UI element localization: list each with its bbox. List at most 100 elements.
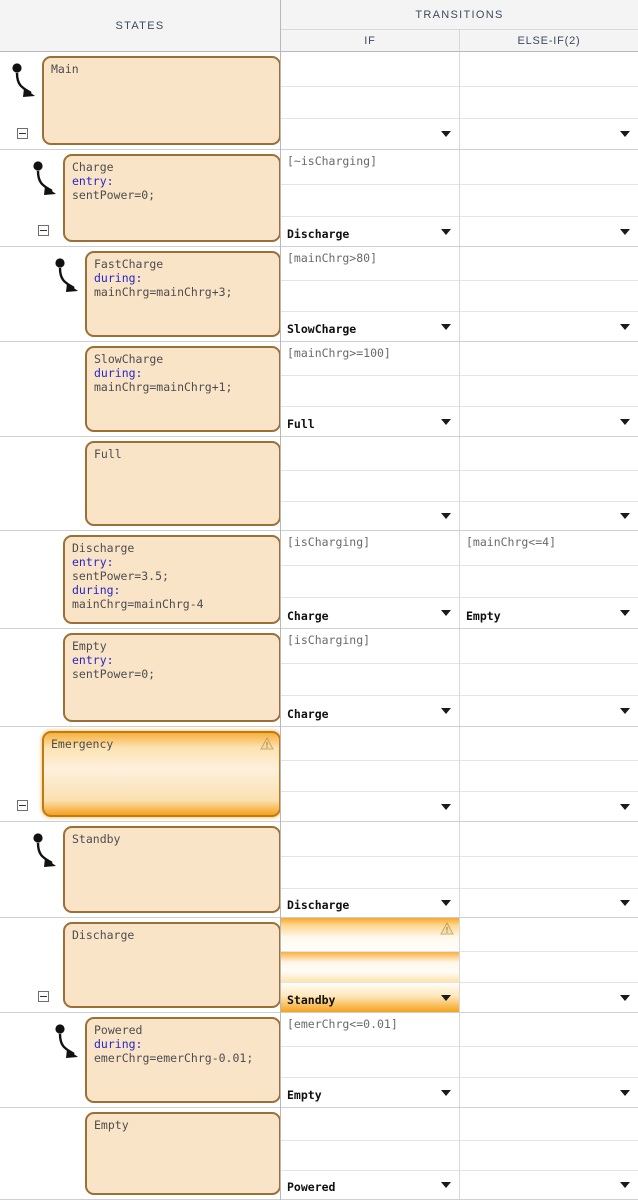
transition-action-cell[interactable] [460, 185, 638, 217]
transition-destination-cell[interactable]: Discharge [281, 217, 460, 246]
chevron-down-icon[interactable] [441, 418, 451, 425]
transition-action-cell[interactable] [281, 87, 460, 119]
state-box-emergency[interactable]: Emergency [42, 731, 280, 817]
state-row[interactable]: Main [0, 52, 280, 150]
transition-condition-cell[interactable] [460, 727, 638, 761]
chevron-down-icon[interactable] [441, 513, 451, 519]
transition-action-cell[interactable] [281, 952, 460, 983]
transition-action-cell[interactable] [281, 664, 460, 696]
transition-destination-cell[interactable] [460, 1078, 638, 1107]
transition-destination-cell[interactable] [460, 889, 638, 917]
chevron-down-icon[interactable] [620, 1182, 630, 1188]
chevron-down-icon[interactable] [620, 708, 630, 714]
transition-action-cell[interactable] [460, 376, 638, 407]
chevron-down-icon[interactable] [620, 131, 630, 137]
transition-action-cell[interactable] [460, 281, 638, 312]
collapse-minus-icon[interactable] [38, 225, 49, 236]
transition-destination-cell[interactable] [460, 217, 638, 246]
chevron-down-icon[interactable] [620, 610, 630, 616]
state-box-main[interactable]: Main [42, 56, 280, 145]
transition-destination-cell[interactable]: Discharge [281, 889, 460, 917]
chevron-down-icon[interactable] [620, 323, 630, 330]
chevron-down-icon[interactable] [441, 131, 451, 137]
transition-action-cell[interactable] [460, 1141, 638, 1171]
transition-action-cell[interactable] [460, 471, 638, 502]
transition-destination-cell[interactable]: Powered [281, 1171, 460, 1199]
state-row[interactable]: Emergency [0, 727, 280, 822]
transition-condition-cell[interactable] [460, 247, 638, 281]
transition-condition-cell[interactable] [281, 437, 460, 471]
transition-condition-cell[interactable] [460, 437, 638, 471]
transition-condition-cell[interactable] [460, 1108, 638, 1141]
transition-condition-cell[interactable]: [emerChrg<=0.01] [281, 1013, 460, 1047]
transition-destination-cell[interactable]: Empty [460, 598, 638, 628]
state-row[interactable]: Standby [0, 822, 280, 918]
transition-action-cell[interactable] [460, 1047, 638, 1078]
transition-action-cell[interactable] [281, 471, 460, 502]
transition-condition-cell[interactable] [460, 150, 638, 185]
transition-destination-cell[interactable]: Full [281, 407, 460, 436]
transition-condition-cell[interactable] [281, 52, 460, 87]
transition-condition-cell[interactable] [281, 918, 460, 952]
chevron-down-icon[interactable] [441, 1182, 451, 1188]
chevron-down-icon[interactable] [441, 708, 451, 714]
chevron-down-icon[interactable] [441, 1089, 451, 1096]
chevron-down-icon[interactable] [620, 1089, 630, 1096]
column-header-states[interactable]: STATES [0, 0, 281, 52]
transition-condition-cell[interactable] [460, 1013, 638, 1047]
transition-action-cell[interactable] [281, 1141, 460, 1171]
transition-action-cell[interactable] [460, 566, 638, 598]
transition-action-cell[interactable] [281, 376, 460, 407]
transition-destination-cell[interactable]: Charge [281, 598, 460, 628]
transition-action-cell[interactable] [460, 857, 638, 889]
transition-destination-cell[interactable] [460, 1171, 638, 1199]
column-header-if[interactable]: IF [281, 30, 460, 52]
state-box-full[interactable]: Full [85, 441, 280, 526]
chevron-down-icon[interactable] [441, 228, 451, 235]
transition-condition-cell[interactable] [281, 1108, 460, 1141]
transition-action-cell[interactable] [281, 281, 460, 312]
chevron-down-icon[interactable] [620, 803, 630, 810]
column-header-else-if[interactable]: ELSE-IF(2) [460, 30, 638, 52]
transition-destination-cell[interactable] [460, 119, 638, 149]
chevron-down-icon[interactable] [620, 228, 630, 235]
state-box-empty[interactable]: Empty [85, 1112, 280, 1195]
column-header-transitions[interactable]: TRANSITIONS [281, 0, 638, 30]
transition-action-cell[interactable] [281, 1047, 460, 1078]
transition-condition-cell[interactable]: [mainChrg>80] [281, 247, 460, 281]
state-row[interactable]: Discharge [0, 918, 280, 1013]
collapse-minus-icon[interactable] [17, 128, 28, 139]
transition-destination-cell[interactable] [460, 696, 638, 726]
transition-destination-cell[interactable] [460, 312, 638, 341]
chevron-down-icon[interactable] [620, 513, 630, 519]
transition-destination-cell[interactable] [460, 792, 638, 821]
transition-action-cell[interactable] [460, 87, 638, 119]
transition-destination-cell[interactable] [460, 407, 638, 436]
transition-action-cell[interactable] [281, 185, 460, 217]
transition-action-cell[interactable] [460, 761, 638, 792]
chevron-down-icon[interactable] [441, 323, 451, 330]
chevron-down-icon[interactable] [620, 418, 630, 425]
transition-destination-cell[interactable] [281, 119, 460, 149]
transition-condition-cell[interactable]: [isCharging] [281, 531, 460, 566]
transition-action-cell[interactable] [281, 761, 460, 792]
transition-destination-cell[interactable]: Empty [281, 1078, 460, 1107]
transition-condition-cell[interactable] [281, 727, 460, 761]
state-row[interactable]: Full [0, 437, 280, 531]
chevron-down-icon[interactable] [441, 994, 451, 1001]
state-box-standby[interactable]: Standby [63, 826, 280, 913]
transition-condition-cell[interactable] [460, 342, 638, 376]
collapse-minus-icon[interactable] [38, 991, 49, 1002]
transition-action-cell[interactable] [281, 857, 460, 889]
transition-destination-cell[interactable] [460, 502, 638, 530]
chevron-down-icon[interactable] [620, 900, 630, 906]
